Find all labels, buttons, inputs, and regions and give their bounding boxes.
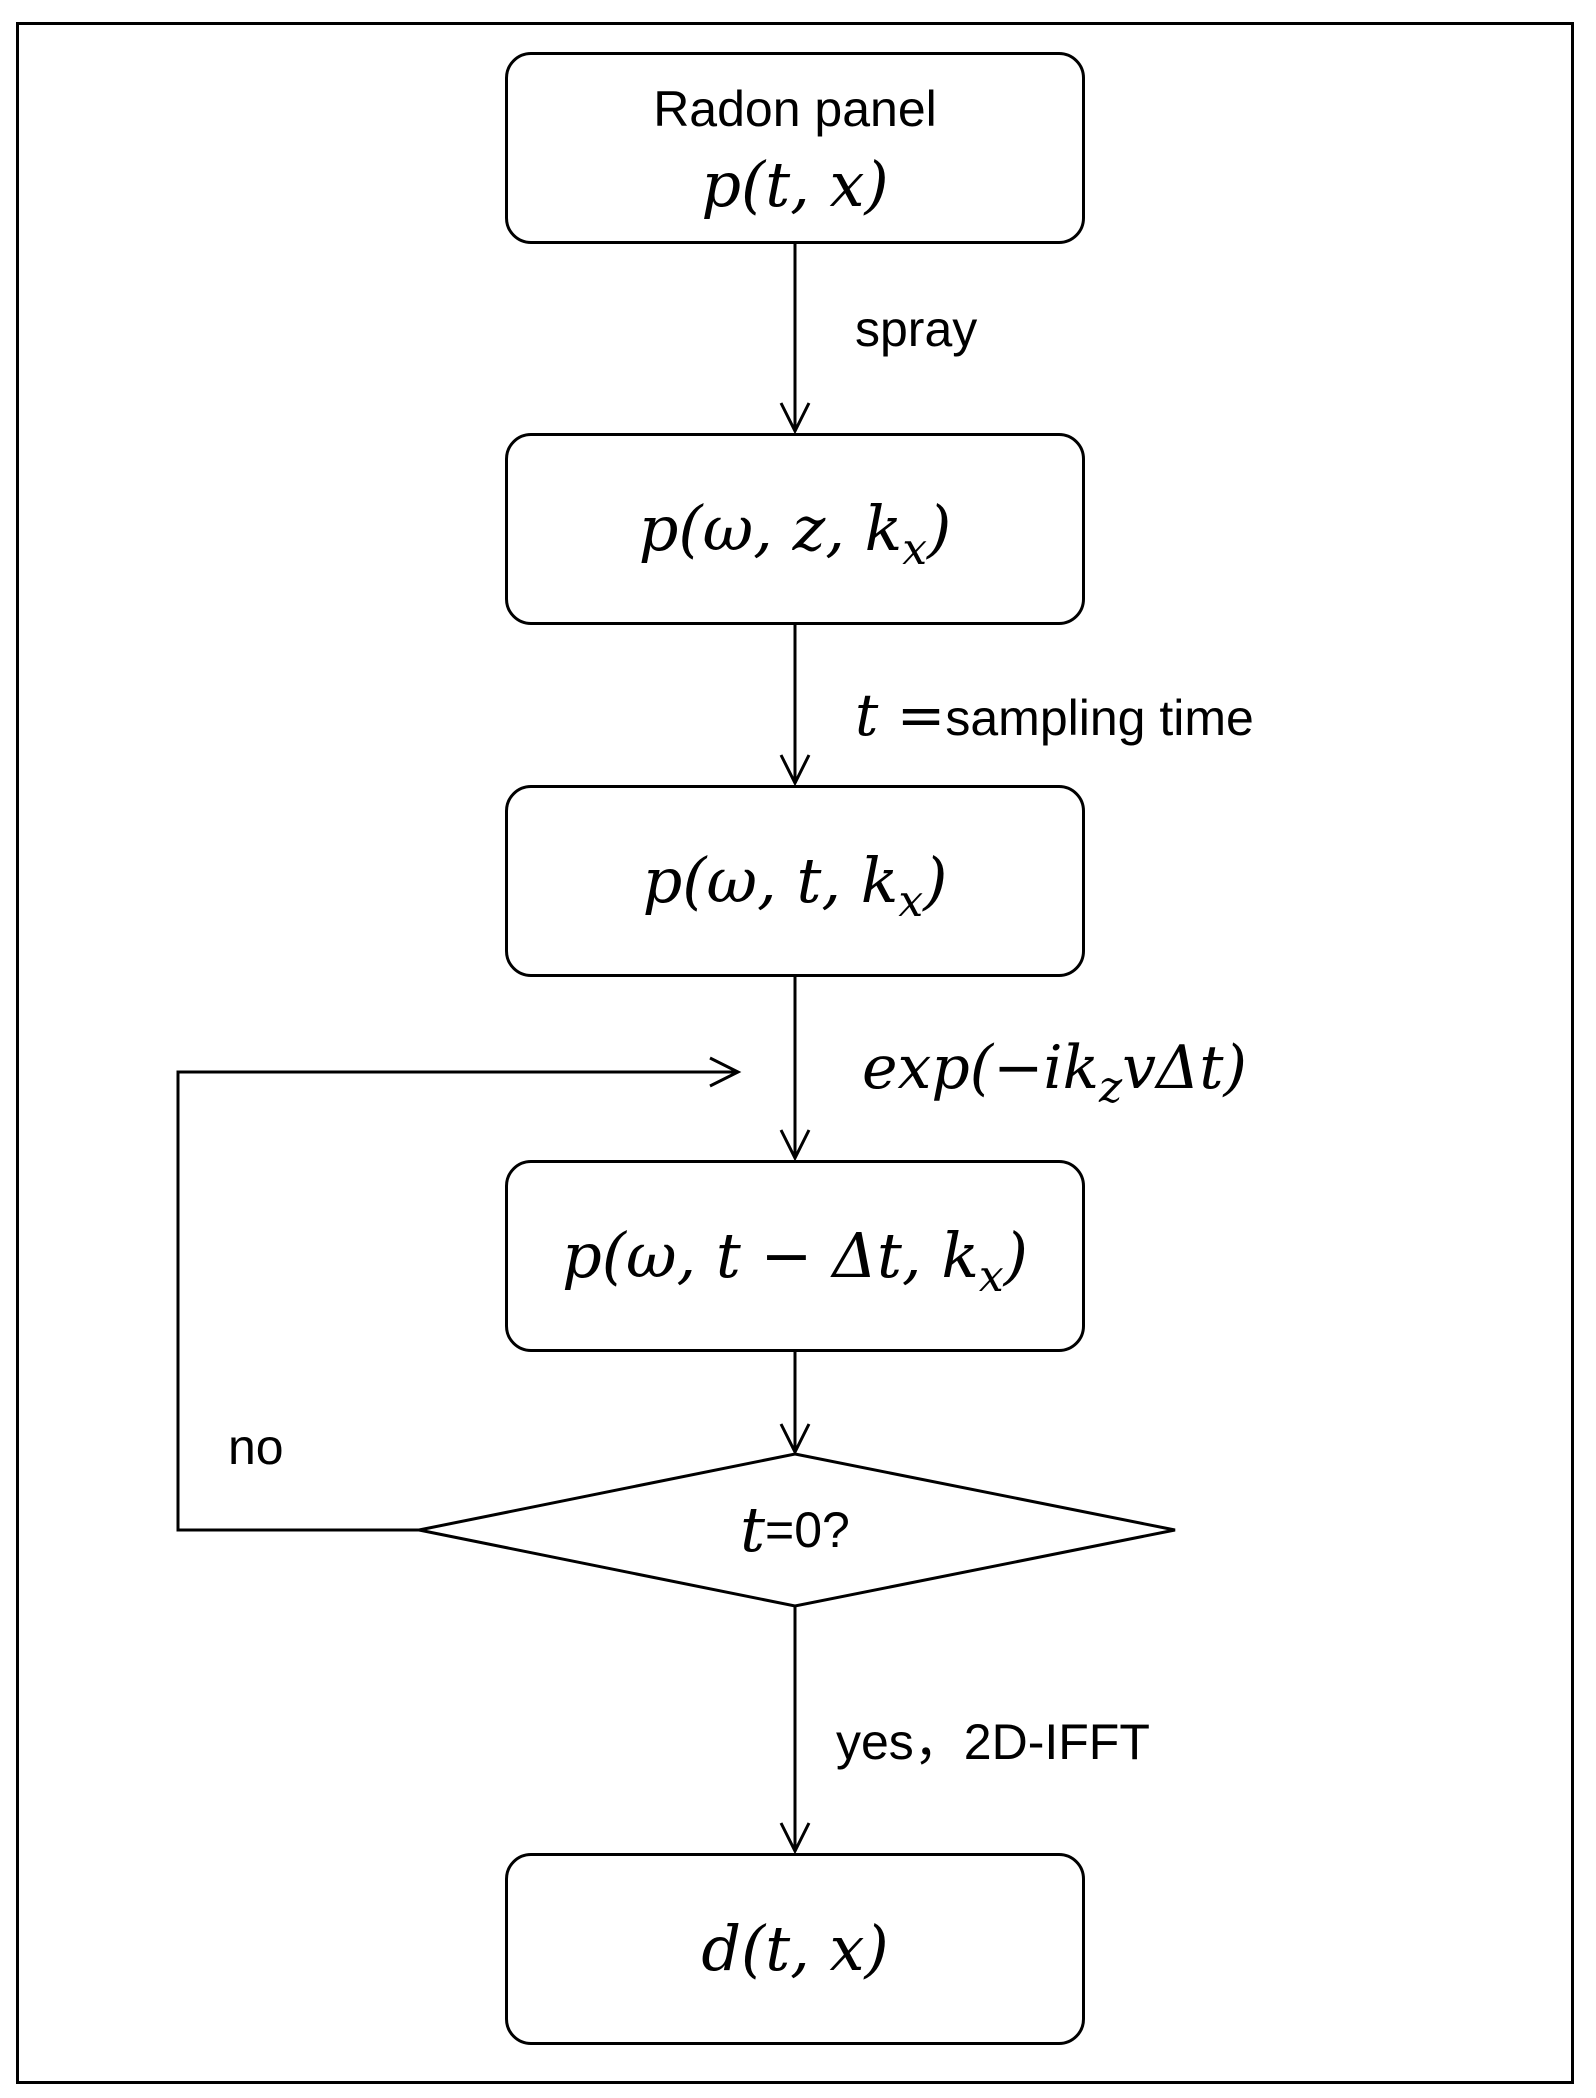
radon-panel-formula: p(t, x)	[701, 148, 889, 221]
edge-label-sampling-time: t =sampling time	[855, 686, 1254, 747]
node-radon-panel: Radon panel p(t, x)	[505, 52, 1085, 244]
formula-end: )	[927, 492, 952, 565]
sampling-eq: =	[878, 681, 946, 749]
formula-end: )	[923, 844, 948, 917]
arrowhead-1	[779, 402, 811, 435]
sampling-var: t	[855, 681, 879, 749]
exp-sub: z	[1098, 1062, 1123, 1113]
arrowhead-2	[779, 754, 811, 787]
edge-label-spray: spray	[855, 301, 978, 357]
formula-p-omega-t-kx: p(ω, t, kx)	[643, 850, 948, 924]
formula-end: )	[1003, 1219, 1028, 1292]
node-d-t-x: d(t, x)	[505, 1853, 1085, 2045]
decision-label: t=0?	[620, 1490, 970, 1570]
decision-rest: =0?	[765, 1502, 850, 1558]
formula-d-t-x: d(t, x)	[701, 1912, 889, 1985]
node-p-omega-t-dt-kx: p(ω, t − Δt, kx)	[505, 1160, 1085, 1352]
outer-frame	[16, 22, 1574, 2084]
formula-p-omega-z-kx: p(ω, z, kx)	[639, 498, 952, 572]
formula-main: p(ω, z, k	[638, 492, 903, 565]
formula-sub: x	[898, 876, 924, 927]
decision-var: t	[740, 1493, 766, 1566]
arrowhead-loop	[709, 1056, 742, 1088]
loop-back-line	[176, 1070, 738, 1532]
formula-main: p(ω, t, k	[642, 844, 899, 917]
edge-label-no: no	[228, 1419, 284, 1475]
formula-sub: x	[978, 1251, 1004, 1302]
formula-p-omega-t-dt-kx: p(ω, t − Δt, kx)	[562, 1225, 1028, 1299]
edge-label-exp: exp(−ikzvΔt)	[862, 1038, 1247, 1110]
arrowhead-4	[779, 1423, 811, 1456]
formula-main: p(ω, t − Δt, k	[562, 1219, 979, 1292]
radon-panel-title: Radon panel	[653, 81, 937, 137]
node-p-omega-z-kx: p(ω, z, kx)	[505, 433, 1085, 625]
exp-end: vΔt)	[1122, 1033, 1247, 1103]
formula-sub: x	[902, 524, 928, 575]
sampling-text: sampling time	[945, 690, 1254, 746]
exp-formula: exp(−ikzvΔt)	[862, 1033, 1247, 1110]
arrowhead-3	[779, 1129, 811, 1162]
arrowhead-5	[779, 1822, 811, 1855]
exp-main: exp(−ik	[862, 1033, 1099, 1103]
node-p-omega-t-kx: p(ω, t, kx)	[505, 785, 1085, 977]
edge-label-yes: yes，2D-IFFT	[836, 1714, 1150, 1770]
